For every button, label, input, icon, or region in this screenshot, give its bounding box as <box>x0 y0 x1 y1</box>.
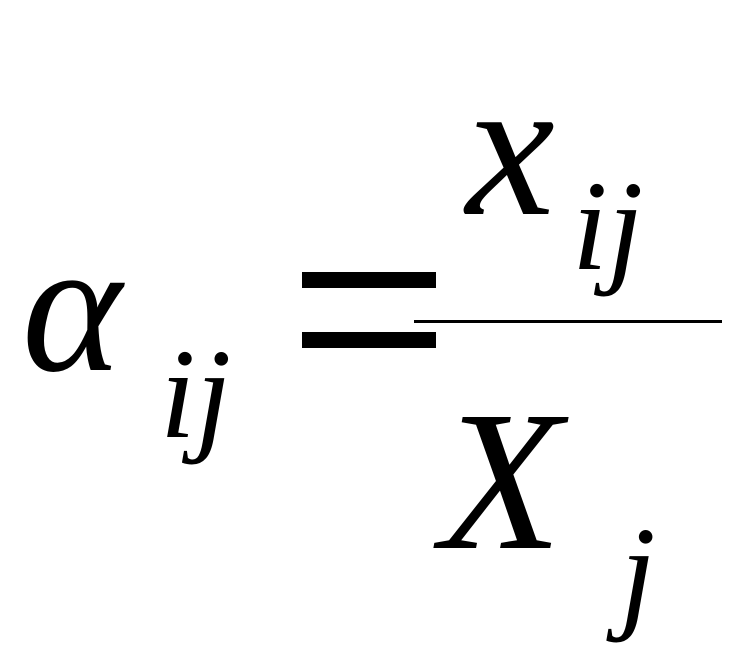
equals-sign <box>302 272 436 352</box>
fraction-bar <box>414 320 722 323</box>
numerator-subscript: ij <box>572 155 644 297</box>
equals-bar-bottom <box>302 332 436 348</box>
alpha-symbol: α <box>22 202 122 412</box>
numerator-symbol: x <box>466 37 555 258</box>
denominator-subscript: j <box>620 501 656 643</box>
alpha-subscript: ij <box>160 323 232 465</box>
denominator-symbol: X <box>440 371 563 592</box>
equals-bar-top <box>302 272 436 288</box>
